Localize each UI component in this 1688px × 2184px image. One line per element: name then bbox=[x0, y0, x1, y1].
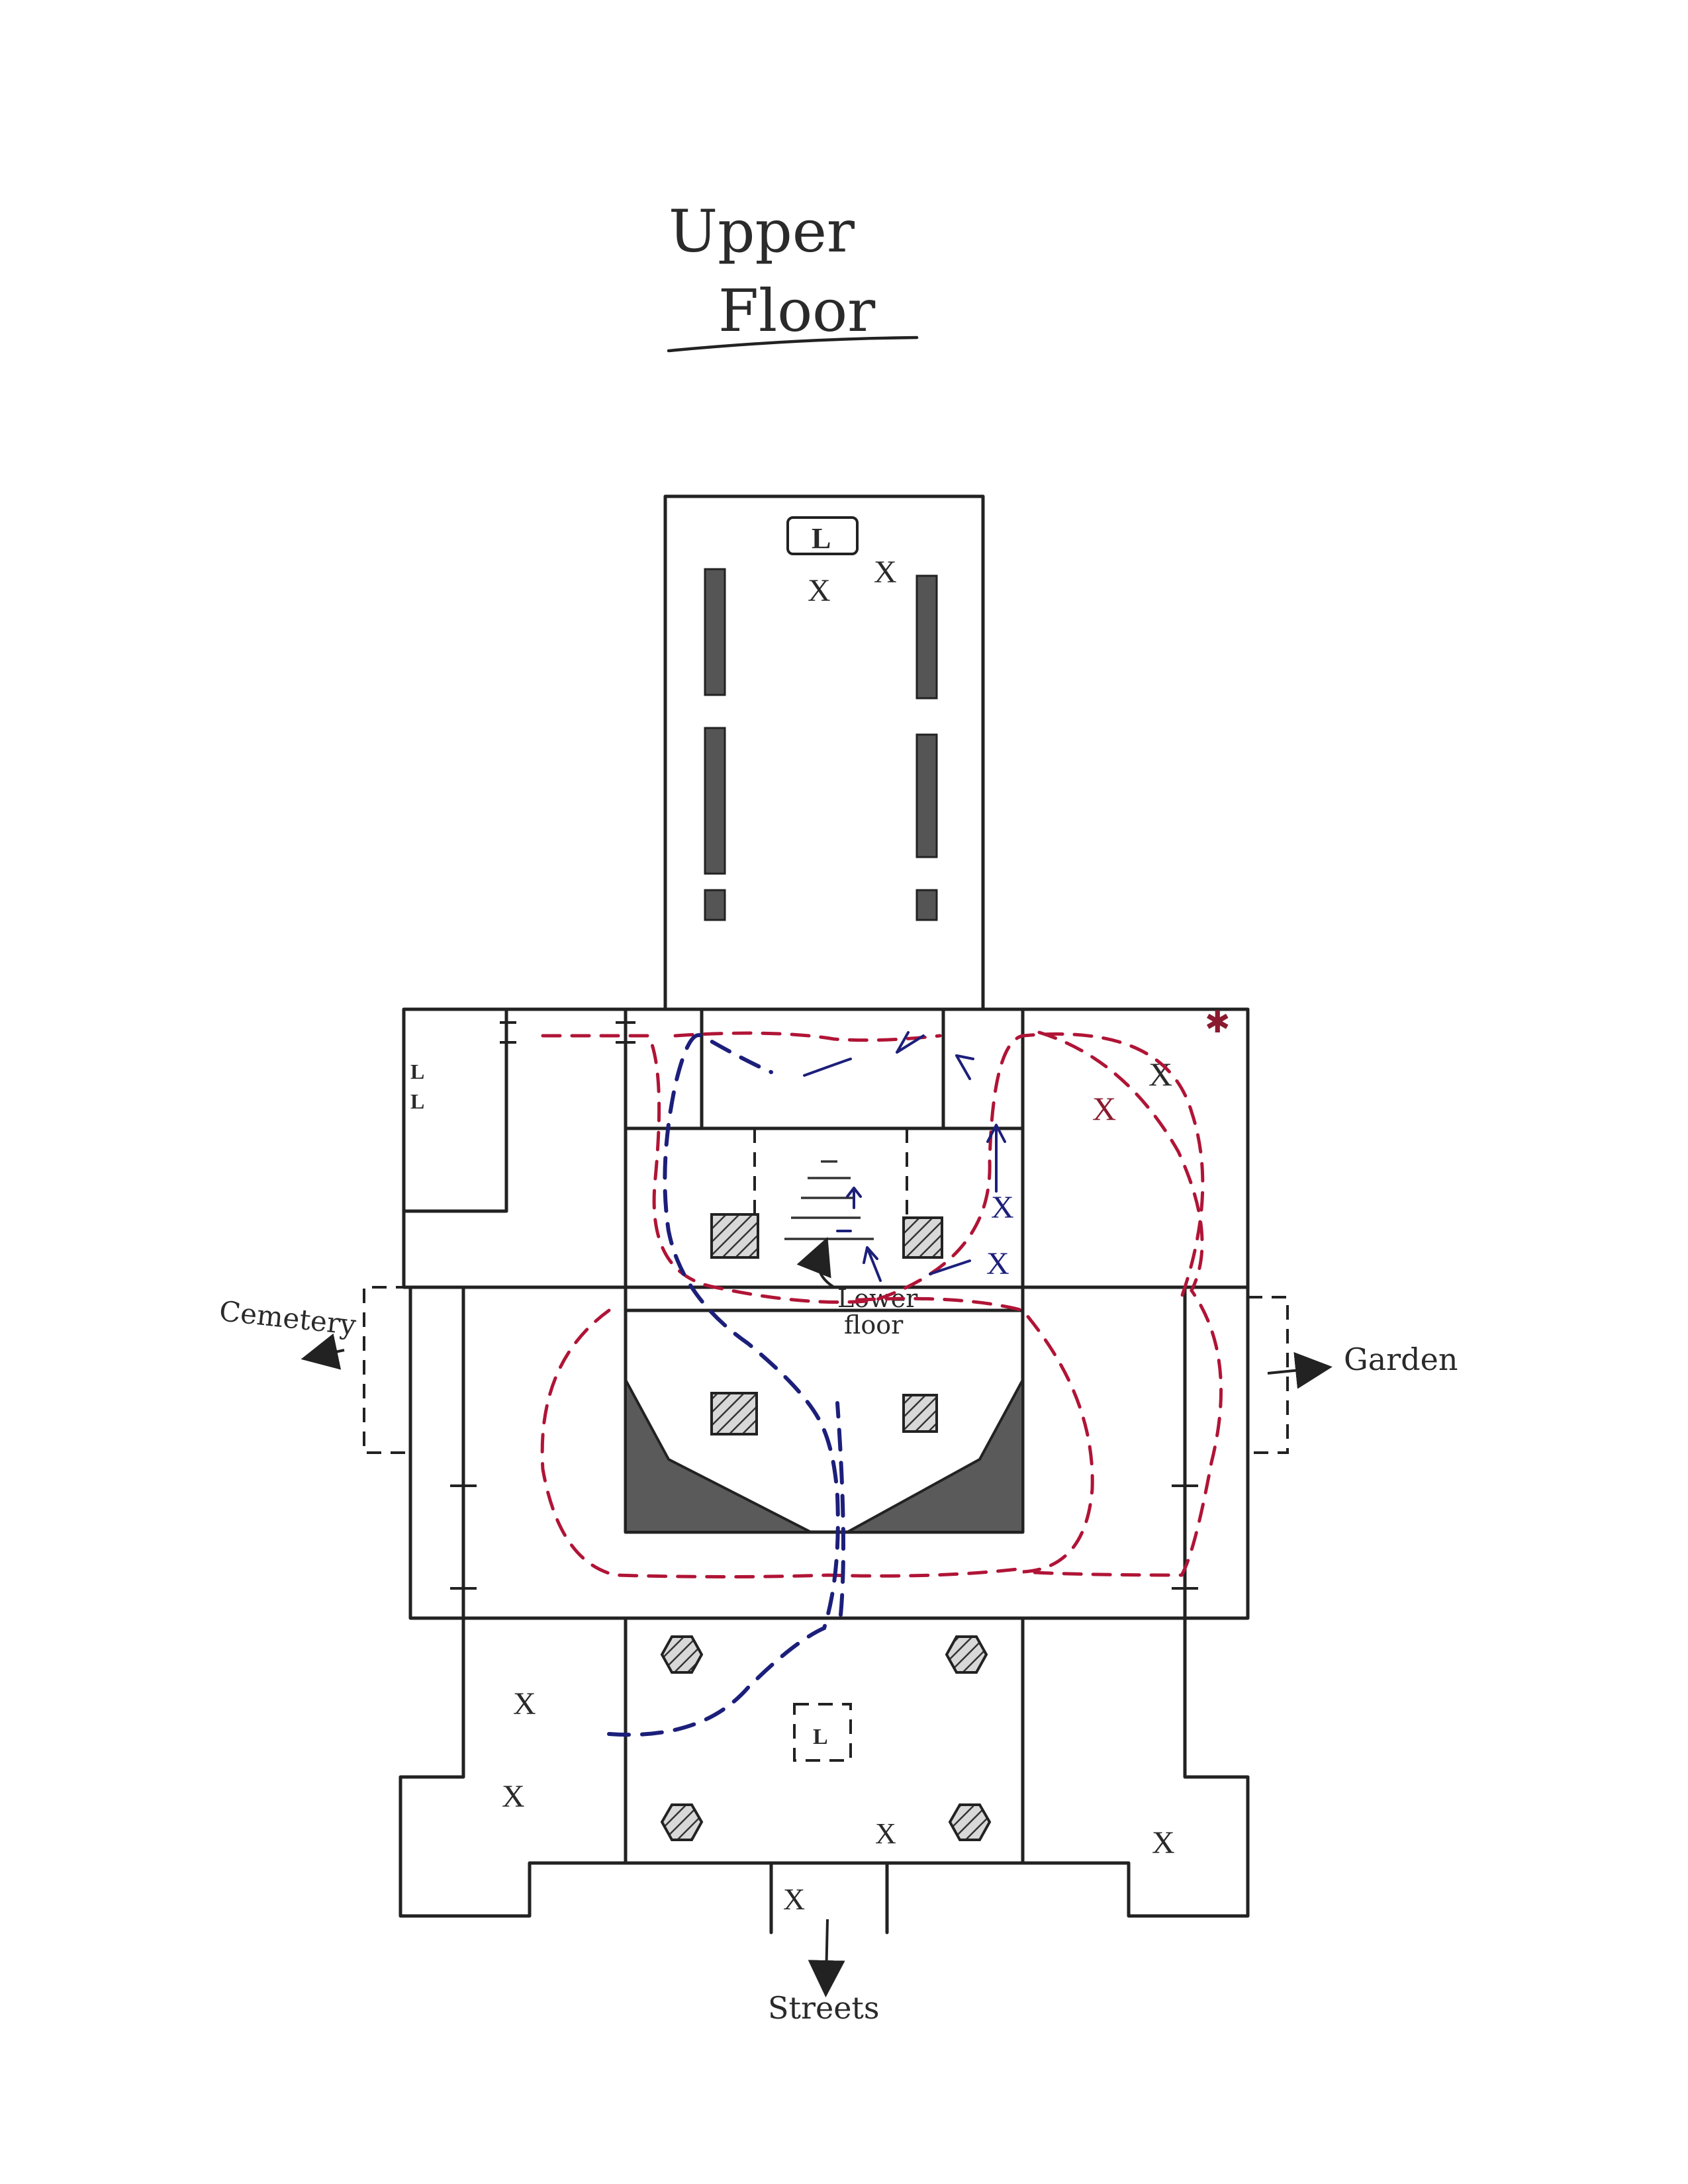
hex-pillar-1 bbox=[660, 1635, 704, 1674]
pillar-crossing-right bbox=[902, 1394, 938, 1433]
x-mark-north-2: X bbox=[874, 555, 897, 590]
ladder-ul-1: L bbox=[410, 1060, 424, 1083]
altar-left-wedge bbox=[624, 1379, 812, 1533]
cemetery-label: Cemetery bbox=[218, 1295, 357, 1341]
x-mark-se: X bbox=[1152, 1825, 1175, 1860]
pillar-crossing-left bbox=[710, 1392, 758, 1435]
ladder-south: L bbox=[813, 1725, 828, 1749]
ladder-ul-2: L bbox=[410, 1089, 424, 1113]
pillar-hall-right bbox=[902, 1216, 943, 1259]
red-patrol-route: X bbox=[540, 1030, 1223, 1578]
title-underline bbox=[667, 336, 919, 353]
pew-left-3 bbox=[704, 889, 726, 921]
x-mark-south-center: X bbox=[875, 1817, 896, 1850]
cemetery-annex: Cemetery bbox=[218, 1286, 410, 1454]
south-block: L X X X X bbox=[399, 1616, 1250, 1918]
crossing bbox=[408, 1285, 1250, 1620]
x-mark-entrance: X bbox=[783, 1882, 805, 1916]
x-mark-north-1: X bbox=[808, 573, 831, 608]
x-mark-blue-2: X bbox=[986, 1246, 1009, 1281]
hex-pillar-3 bbox=[660, 1803, 704, 1841]
ladder-north: L bbox=[812, 522, 831, 555]
x-mark-sw-2: X bbox=[502, 1779, 525, 1814]
central-hall: Lower floor bbox=[624, 1126, 1025, 1340]
hex-pillar-4 bbox=[948, 1803, 992, 1841]
pew-left-2 bbox=[704, 727, 726, 875]
x-mark-sw-1: X bbox=[513, 1686, 536, 1721]
altar-right-wedge bbox=[847, 1379, 1024, 1533]
room-upper-left: L L bbox=[402, 1007, 635, 1289]
title-floor: Floor bbox=[718, 277, 876, 345]
pew-left-1 bbox=[704, 568, 726, 696]
pew-right-3 bbox=[915, 889, 938, 921]
page-title: Upper Floor bbox=[667, 197, 919, 353]
title-upper: Upper bbox=[669, 197, 855, 265]
lower-floor-label-2: floor bbox=[844, 1310, 904, 1340]
hex-pillar-2 bbox=[945, 1635, 988, 1674]
blue-patrol-route: X X bbox=[607, 1031, 1014, 1737]
star-marker: ✱ bbox=[1205, 1005, 1231, 1039]
ladder-box-south bbox=[793, 1703, 852, 1762]
x-mark-red-route: X bbox=[1092, 1090, 1116, 1127]
pew-right-2 bbox=[915, 733, 938, 858]
pew-right-1 bbox=[915, 574, 938, 700]
streets-label: Streets bbox=[768, 1990, 880, 2026]
garden-label: Garden bbox=[1344, 1342, 1458, 1377]
ladder-box-north bbox=[786, 516, 859, 555]
x-mark-blue-1: X bbox=[991, 1190, 1014, 1225]
north-hall: L X X bbox=[663, 494, 985, 1011]
entrance: X Streets bbox=[768, 1861, 889, 2026]
pillar-hall-left bbox=[710, 1213, 759, 1259]
garden-annex: Garden bbox=[1248, 1296, 1458, 1454]
